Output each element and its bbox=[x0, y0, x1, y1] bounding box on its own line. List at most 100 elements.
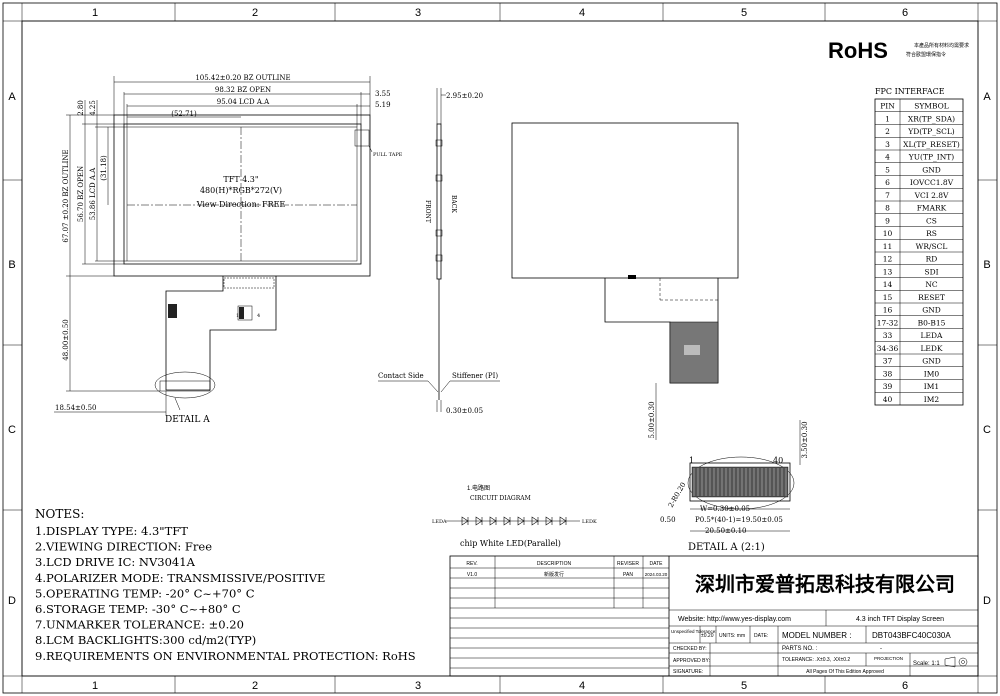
circuit-diagram: 1.电路图 CIRCUIT DIAGRAM LEDA LEDK chip Whi… bbox=[432, 484, 597, 548]
dim-050: 0.50 bbox=[660, 516, 676, 524]
fpc-pin-number: 40 bbox=[883, 395, 893, 404]
dim-outline-height: 67.07 ±0.20 BZ OUTLINE bbox=[62, 149, 70, 242]
scale-label: Scale: 1:1 bbox=[913, 661, 940, 667]
fpc-pin-symbol: XL(TP_RESET) bbox=[903, 140, 960, 149]
parts-value: - bbox=[880, 646, 882, 652]
rohs-line1: 本產品所有材料均需要求 bbox=[914, 42, 969, 49]
fpc-pin4-label: 4 bbox=[257, 313, 260, 319]
checked-label: CHECKED BY: bbox=[673, 646, 707, 652]
fpc-pin-symbol: YD(TP_SCL) bbox=[907, 127, 955, 136]
rev-header-desc: DESCRIPTION bbox=[537, 561, 572, 567]
circuit-caption: chip White LED(Parallel) bbox=[460, 539, 561, 548]
fpc-pin-number: 13 bbox=[883, 267, 893, 276]
grid-col-2-bottom: 2 bbox=[252, 680, 258, 692]
dim-425: 4.25 bbox=[89, 100, 97, 116]
rohs-mark: RoHS 本產品所有材料均需要求 符合歐盟環保指令 bbox=[828, 38, 969, 63]
fpc-pin-symbol: RD bbox=[926, 255, 938, 264]
circuit-title-en: CIRCUIT DIAGRAM bbox=[470, 495, 531, 502]
dim-350: 3.50±0.30 bbox=[801, 421, 809, 458]
fpc-pin-symbol: LEDK bbox=[920, 344, 942, 353]
grid-col-1-bottom: 1 bbox=[92, 680, 98, 692]
grid-row-b: B bbox=[8, 259, 15, 271]
dim-fpc-offset: 18.54±0.50 bbox=[55, 404, 97, 412]
fpc-pin-number: 7 bbox=[885, 191, 890, 200]
units-label: UNITS: mm bbox=[719, 633, 745, 639]
lcd-active-area bbox=[126, 126, 358, 262]
fpc-pin-number: 34-36 bbox=[877, 344, 899, 353]
fpc-pin-number: 38 bbox=[883, 369, 893, 378]
rev-header-reviser: REVISER bbox=[617, 561, 639, 567]
tolerance-spec: TOLERANCE: .X±0.3, .XX±0.2 bbox=[782, 657, 850, 663]
grid-col-6-bottom: 6 bbox=[902, 680, 908, 692]
grid-col-1: 1 bbox=[92, 7, 98, 19]
title-block: REV. DESCRIPTION REVISER DATE V1.0 新版发行 … bbox=[449, 555, 979, 677]
date-label: DATE: bbox=[754, 633, 768, 639]
dim-5271: (52.71) bbox=[171, 110, 197, 118]
dim-fpc-length: 48.00±0.50 bbox=[62, 319, 70, 361]
model-label: MODEL NUMBER : bbox=[782, 631, 852, 640]
projection-symbol-icon bbox=[944, 656, 968, 668]
fpc-pin1-label: 1 bbox=[236, 313, 239, 319]
detail-a-circle bbox=[154, 371, 216, 399]
grid-row-b-right: B bbox=[983, 259, 990, 271]
dim-519: 5.19 bbox=[375, 101, 391, 109]
grid-row-c-right: C bbox=[983, 424, 991, 436]
rev-row-date: 2024.03.20 bbox=[645, 572, 668, 577]
back-label: BACK bbox=[450, 195, 457, 213]
detail-pin-stripes bbox=[693, 468, 787, 496]
rohs-logo: RoHS bbox=[828, 38, 888, 63]
dim-3118: (31.18) bbox=[100, 155, 108, 181]
fpc-pin-number: 16 bbox=[883, 306, 893, 315]
fpc-pin-symbol: CS bbox=[926, 216, 937, 225]
website: Website: http://www.yes-display.com bbox=[678, 616, 791, 623]
rev-row-rev: V1.0 bbox=[467, 572, 478, 578]
note-item: 6.STORAGE TEMP: -30° C~+80° C bbox=[35, 602, 241, 616]
contact-side-label: Contact Side bbox=[378, 372, 424, 380]
fpc-pin-number: 11 bbox=[883, 242, 893, 251]
note-item: 7.UNMARKER TOLERANCE: ±0.20 bbox=[35, 618, 244, 632]
detail-pin-1: 1 bbox=[689, 456, 694, 465]
rohs-line2: 符合歐盟環保指令 bbox=[906, 51, 946, 58]
fpc-pin-number: 3 bbox=[885, 140, 890, 149]
note-item: 1.DISPLAY TYPE: 4.3"TFT bbox=[35, 524, 188, 538]
fpc-pin-number: 17-32 bbox=[877, 318, 899, 327]
fpc-pin-symbol: IM1 bbox=[924, 382, 939, 391]
fpc-connector-pad bbox=[237, 305, 253, 321]
fpc-pin-number: 15 bbox=[883, 293, 893, 302]
dim-2r020: 2-R0.20 bbox=[667, 481, 688, 509]
grid-col-5: 5 bbox=[741, 7, 747, 19]
front-label: FRONT bbox=[424, 200, 431, 223]
leda-label: LEDA bbox=[432, 519, 447, 525]
dim-outline-width: 105.42±0.20 BZ OUTLINE bbox=[195, 74, 290, 82]
grid-col-5-bottom: 5 bbox=[741, 680, 747, 692]
bezel-outline bbox=[113, 114, 371, 277]
grid-col-4-bottom: 4 bbox=[579, 680, 585, 692]
dim-lcd-width: 95.04 LCD A.A bbox=[217, 98, 270, 106]
circuit-title-cn: 1.电路图 bbox=[467, 484, 490, 492]
fpc-pin-symbol: SDI bbox=[924, 267, 938, 276]
rev-row-desc: 新版发行 bbox=[544, 571, 564, 578]
fpc-pin-number: 8 bbox=[885, 204, 890, 213]
fpc-pin-symbol: RESET bbox=[918, 293, 945, 302]
grid-row-d: D bbox=[8, 595, 16, 607]
fpc-pin-symbol: GND bbox=[922, 306, 941, 315]
dim-355: 3.55 bbox=[375, 90, 391, 98]
fpc-pin-number: 14 bbox=[883, 280, 893, 289]
fpc-interface-title: FPC INTERFACE bbox=[875, 87, 945, 96]
grid-col-3: 3 bbox=[415, 7, 421, 19]
fpc-pin-number: 39 bbox=[883, 382, 893, 391]
grid-row-a: A bbox=[8, 91, 16, 103]
side-profile bbox=[436, 123, 442, 280]
detail-enlarged-fpc bbox=[689, 462, 791, 502]
fpc-pin-symbol: B0-B15 bbox=[918, 318, 946, 327]
dim-thickness: 2.95±0.20 bbox=[446, 92, 483, 100]
fpc-pin-symbol: VCI 2.8V bbox=[914, 191, 949, 200]
fpc-pin-symbol: NC bbox=[925, 280, 938, 289]
back-view: 5.00±0.30 1 40 3.50±0.30 2-R0.20 0.50 W=… bbox=[511, 122, 809, 553]
dim-lcd-height: 53.86 LCD A.A bbox=[89, 167, 97, 220]
note-item: 3.LCD DRIVE IC: NV3041A bbox=[35, 555, 196, 569]
fpc-pin-number: 10 bbox=[883, 229, 893, 238]
